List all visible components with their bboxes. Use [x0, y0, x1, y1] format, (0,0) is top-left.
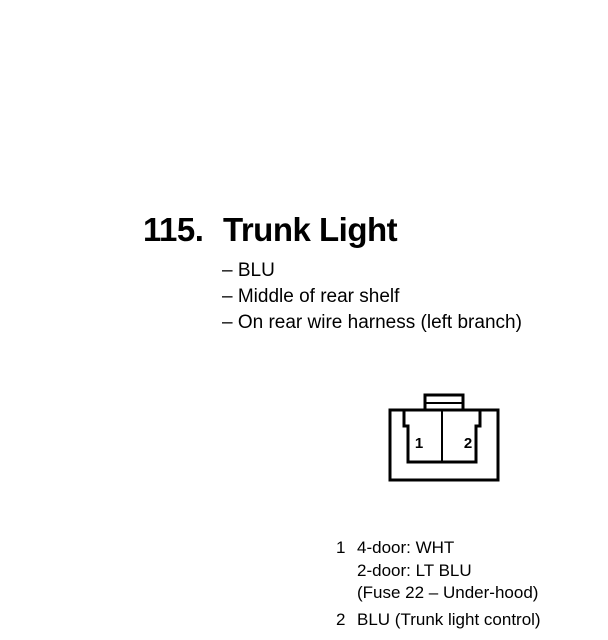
component-title: Trunk Light	[223, 211, 398, 248]
connector-color: – BLU	[222, 260, 275, 281]
terminal-2-label: 2	[464, 435, 472, 452]
terminal-1-label: 1	[415, 435, 423, 452]
pin-description-list: 1 4-door: WHT 2-door: LT BLU (Fuse 22 – …	[336, 537, 541, 631]
pin-description-line: 4-door: WHT	[357, 538, 455, 557]
connector-face-diagram: 1 2	[388, 393, 500, 482]
pin-description: 4-door: WHT 2-door: LT BLU (Fuse 22 – Un…	[357, 537, 538, 605]
pin-description-line: (Fuse 22 – Under-hood)	[357, 583, 539, 602]
pin-row: 1 4-door: WHT 2-door: LT BLU (Fuse 22 – …	[336, 537, 541, 605]
pin-row: 2 BLU (Trunk light control)	[336, 609, 541, 632]
pin-description: BLU (Trunk light control)	[357, 609, 541, 632]
harness-location: – On rear wire harness (left branch)	[222, 312, 522, 333]
component-number: 115.	[143, 211, 204, 248]
pin-description-line: BLU (Trunk light control)	[357, 609, 541, 629]
connector-housing-outline	[388, 408, 500, 482]
pin-number: 2	[336, 609, 346, 629]
component-details: – BLU – Middle of rear shelf – On rear w…	[222, 258, 522, 336]
component-location: – Middle of rear shelf	[222, 286, 400, 307]
pin-number: 1	[336, 538, 346, 557]
pin-description-line: 2-door: LT BLU	[357, 560, 472, 580]
